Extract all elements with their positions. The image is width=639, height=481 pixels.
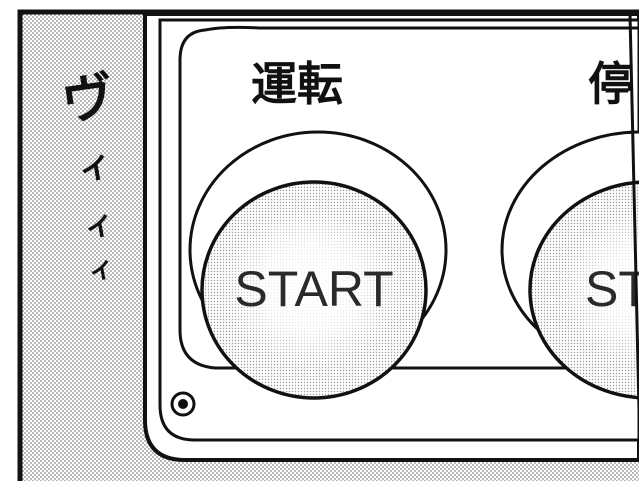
run-label: 運転 <box>251 57 343 111</box>
stop-button[interactable]: ST <box>528 180 639 400</box>
stop-button-label: ST <box>585 261 639 317</box>
indicator-lamp-icon <box>170 391 196 417</box>
start-button[interactable]: START <box>200 180 428 400</box>
sfx-char-1: ヴ <box>58 67 118 134</box>
sfx-char-3: ィ <box>82 205 118 245</box>
panel-cut-line <box>628 13 639 411</box>
sfx-char-2: ィ <box>75 143 115 188</box>
sfx-char-4: ィ <box>86 252 117 286</box>
sound-effect: ヴ ィ ィ ィ <box>58 67 118 287</box>
start-button-label: START <box>234 261 393 317</box>
stop-label: 停 <box>588 57 634 111</box>
panel-border <box>17 9 639 481</box>
